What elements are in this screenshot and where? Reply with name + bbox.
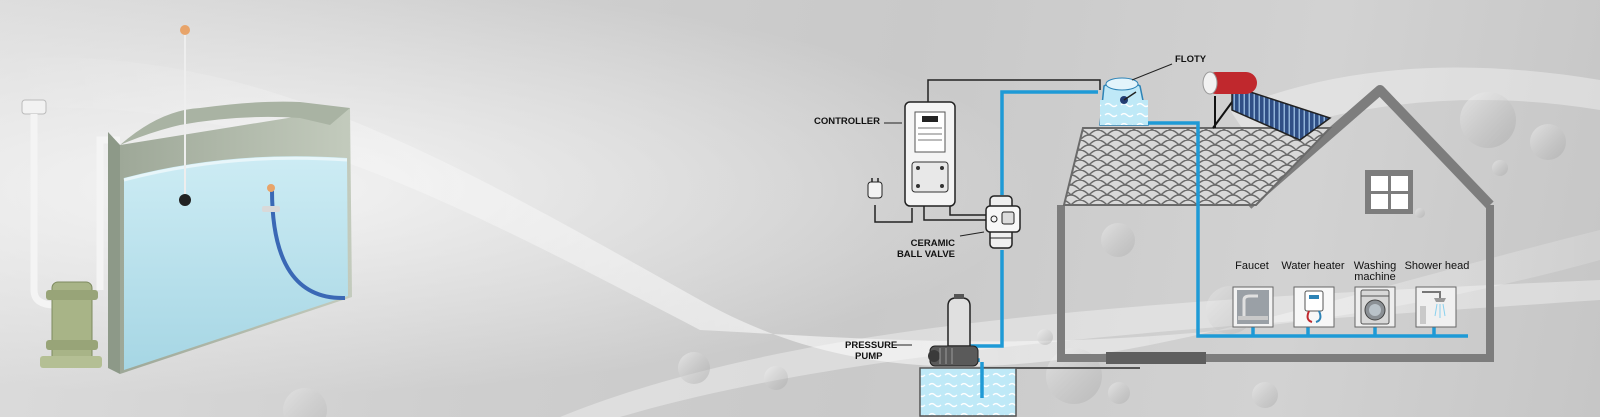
power-plug-icon <box>867 178 883 199</box>
water-heater-icon <box>1304 290 1324 323</box>
solar-water-heater <box>1202 71 1332 141</box>
label-ceramic-line1: CERAMIC <box>911 238 955 249</box>
ceramic-ball-valve <box>985 195 1021 249</box>
label-controller: CONTROLLER <box>814 116 880 127</box>
appliance-shower-head: Shower head <box>1405 260 1470 328</box>
appliance-label: Water heater <box>1281 260 1345 272</box>
appliance-label: Shower head <box>1405 260 1470 272</box>
appliance-faucet: Faucet <box>1232 260 1274 328</box>
leader-lines <box>884 63 1173 346</box>
controller-box <box>904 101 956 207</box>
shower-head-icon <box>1420 291 1446 324</box>
appliance-water-heater: Water heater <box>1281 260 1345 328</box>
faucet-icon <box>1237 290 1269 324</box>
floty-tank <box>1099 77 1149 126</box>
label-floty: FLOTY <box>1175 54 1207 65</box>
appliance-label: Faucet <box>1235 260 1269 272</box>
underground-sump <box>919 362 1017 417</box>
storage-tank-cutaway <box>21 25 352 374</box>
control-wiring <box>874 79 1101 223</box>
pressure-pump <box>928 294 979 367</box>
washing-machine-icon <box>1360 289 1390 325</box>
label-pump-line1: PRESSURE <box>845 340 897 351</box>
house <box>1057 85 1494 364</box>
appliance-label-line2: machine <box>1354 271 1396 283</box>
appliance-label: Washing <box>1354 260 1396 272</box>
label-pump-line2: PUMP <box>855 351 883 362</box>
appliance-washing-machine: Washing machine <box>1354 260 1396 328</box>
label-ceramic-line2: BALL VALVE <box>897 249 955 260</box>
